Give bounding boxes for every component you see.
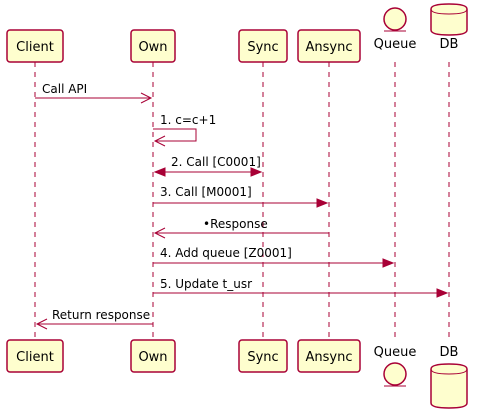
database-icon bbox=[430, 3, 468, 36]
participant-db-bottom-label: DB bbox=[440, 345, 459, 360]
message-call-sync: 2. Call [C0001] bbox=[153, 155, 263, 177]
participant-client-top: Client bbox=[6, 29, 64, 63]
participant-client-bottom-label: Client bbox=[16, 350, 54, 365]
message-self-increment: 1. c=c+1 bbox=[153, 113, 216, 147]
message-call-ansync: 3. Call [M0001] bbox=[153, 185, 329, 208]
entity-icon bbox=[383, 362, 407, 386]
participant-sync-bottom-label: Sync bbox=[247, 350, 278, 365]
participant-queue-bottom: Queue bbox=[374, 345, 417, 387]
participant-sync-bottom: Sync bbox=[238, 339, 288, 373]
participant-sync-top-label: Sync bbox=[247, 40, 278, 55]
participant-queue-bottom-label: Queue bbox=[374, 345, 417, 360]
entity-icon bbox=[383, 7, 407, 31]
participant-own-bottom-label: Own bbox=[138, 350, 167, 365]
message-label: •Response bbox=[203, 217, 268, 231]
participant-client-top-label: Client bbox=[16, 40, 54, 55]
participant-own-bottom: Own bbox=[130, 339, 176, 373]
participant-client-bottom: Client bbox=[6, 339, 64, 373]
participant-sync-top: Sync bbox=[238, 29, 288, 63]
participant-queue-top-label: Queue bbox=[374, 37, 417, 52]
participant-queue-top: Queue bbox=[374, 7, 417, 52]
message-label: 4. Add queue [Z0001] bbox=[160, 246, 292, 260]
message-label: Return response bbox=[52, 308, 150, 322]
participant-ansync-bottom-label: Ansync bbox=[306, 350, 353, 365]
participant-ansync-top: Ansync bbox=[297, 29, 361, 63]
participant-ansync-top-label: Ansync bbox=[306, 40, 353, 55]
participant-own-top: Own bbox=[130, 29, 176, 63]
message-response: •Response bbox=[153, 217, 329, 239]
message-label: 1. c=c+1 bbox=[160, 113, 216, 127]
message-call-api: Call API bbox=[35, 82, 153, 104]
participant-own-top-label: Own bbox=[138, 40, 167, 55]
database-icon bbox=[430, 363, 468, 409]
message-add-queue: 4. Add queue [Z0001] bbox=[153, 246, 395, 268]
message-label: Call API bbox=[42, 82, 87, 96]
participant-ansync-bottom: Ansync bbox=[297, 339, 361, 373]
message-label: 5. Update t_usr bbox=[160, 277, 252, 291]
message-label: 2. Call [C0001] bbox=[171, 155, 261, 169]
participant-db-top: DB bbox=[430, 3, 468, 52]
participant-db-top-label: DB bbox=[440, 37, 459, 52]
message-label: 3. Call [M0001] bbox=[160, 185, 252, 199]
participant-db-bottom: DB bbox=[430, 345, 468, 409]
message-return-response: Return response bbox=[35, 308, 153, 330]
message-update-db: 5. Update t_usr bbox=[153, 277, 449, 298]
